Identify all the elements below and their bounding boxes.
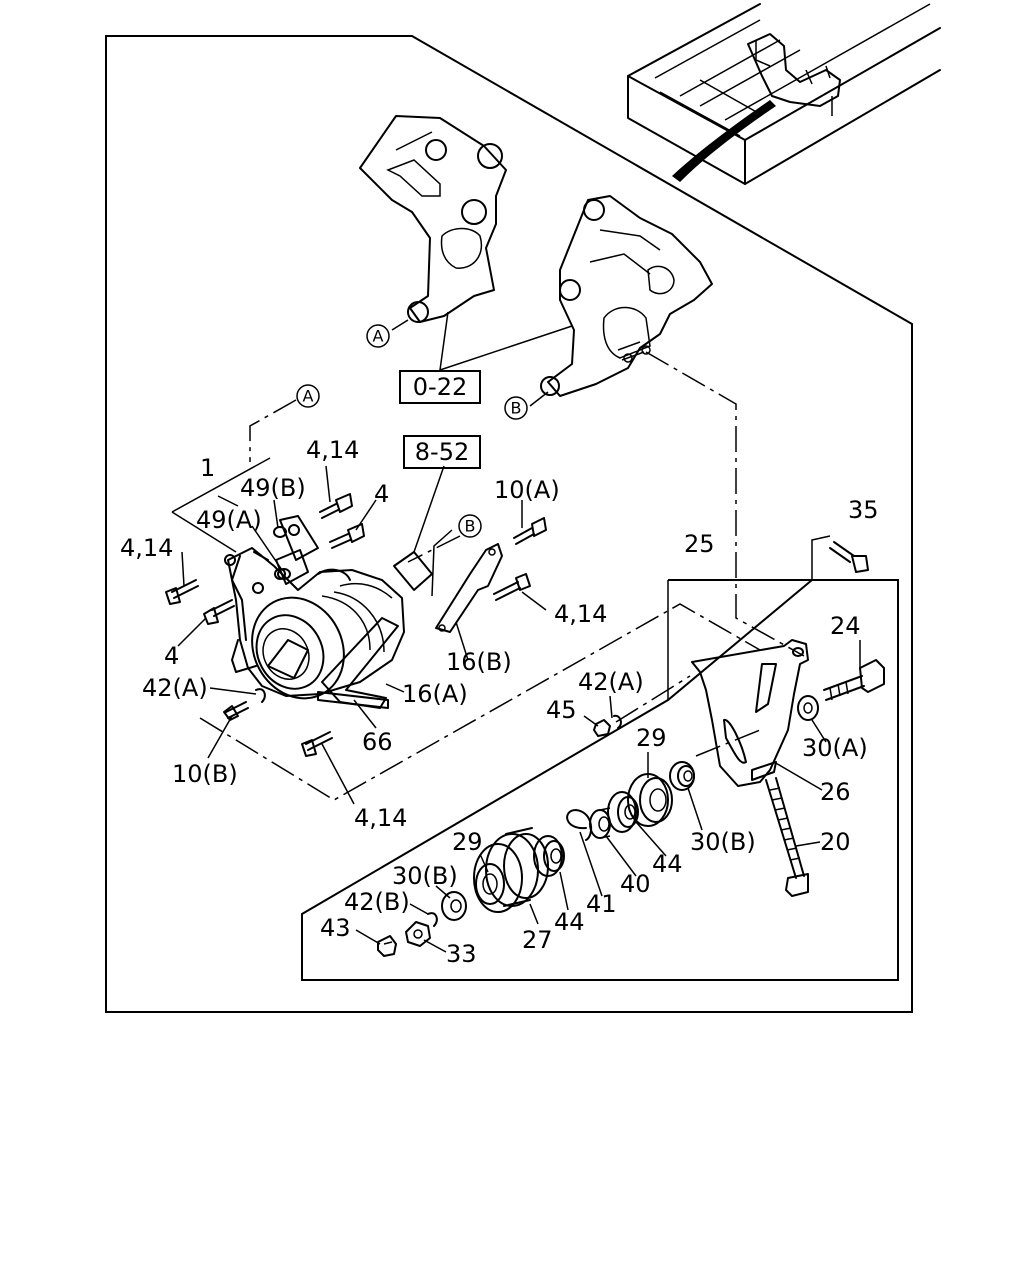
- label-43: 43: [320, 914, 351, 942]
- label-29-lower: 29: [452, 828, 483, 856]
- marker-a-lower: A: [303, 387, 314, 406]
- nut-49b: [273, 526, 287, 538]
- bolt-4-14-top: [319, 493, 353, 519]
- leader-part-1: [171, 457, 271, 553]
- label-42a-right: 42(A): [578, 668, 644, 696]
- tension-bolt-24: [823, 659, 885, 701]
- bolt-10b: [223, 701, 249, 721]
- marker-a-upper: A: [373, 327, 384, 346]
- bolt-4-top: [329, 523, 365, 549]
- label-42b: 42(B): [344, 888, 410, 916]
- label-25: 25: [684, 530, 715, 558]
- upper-bracket: [359, 115, 507, 323]
- clip-42a-left: [255, 688, 266, 703]
- tensioner-plate-26: [691, 639, 809, 787]
- ref-0-22-text: 0-22: [413, 373, 467, 401]
- engine-location-inset: [627, 3, 941, 185]
- spacer-40: [589, 807, 611, 839]
- lower-bracket: [540, 195, 713, 397]
- clip-42a-right: [613, 714, 622, 729]
- label-4-left: 4: [164, 642, 179, 670]
- label-30b-right: 30(B): [690, 828, 756, 856]
- marker-a-lower-circle: [296, 384, 320, 408]
- label-66: 66: [362, 728, 393, 756]
- idler-pulley-27: [473, 827, 549, 913]
- bolt-35: [829, 541, 869, 573]
- nut-45: [593, 719, 611, 737]
- leader-0-22: [439, 311, 573, 372]
- label-4-14-right: 4,14: [554, 600, 607, 628]
- bearing-44-left: [533, 835, 565, 877]
- label-26: 26: [820, 778, 851, 806]
- label-33: 33: [446, 940, 477, 968]
- snap-ring-41: [566, 809, 593, 841]
- compressor: [224, 515, 405, 700]
- leader-lines: [177, 319, 861, 953]
- washer-30a: [797, 695, 819, 721]
- nut-49a: [277, 568, 291, 580]
- clip-42b: [427, 912, 438, 927]
- dashdot-fastener-group: [199, 603, 761, 801]
- label-41: 41: [586, 890, 617, 918]
- tensioner-group-frame: [301, 579, 899, 981]
- ref-8-52-text: 8-52: [415, 438, 469, 466]
- label-27: 27: [522, 926, 553, 954]
- bolt-4-14-right: [493, 573, 531, 601]
- label-30b-left: 30(B): [392, 862, 458, 890]
- nut-33: [405, 921, 431, 947]
- bolt-4-14-left: [165, 579, 199, 605]
- cap-43: [377, 935, 397, 957]
- marker-b-lower-circle: [458, 514, 482, 538]
- label-29-upper: 29: [636, 724, 667, 752]
- label-4-top: 4: [374, 480, 389, 508]
- label-45: 45: [546, 696, 577, 724]
- label-16a: 16(A): [402, 680, 468, 708]
- connector-8-52: [393, 551, 433, 591]
- marker-b-lower: B: [465, 517, 476, 536]
- label-49a: 49(A): [196, 506, 262, 534]
- bolt-4-14-bottom: [301, 731, 333, 757]
- dashdot-b-to-bracket: [645, 351, 805, 657]
- marker-b-upper-circle: [504, 396, 528, 420]
- label-30a: 30(A): [802, 734, 868, 762]
- bolt-4-left: [203, 599, 235, 625]
- label-16b: 16(B): [446, 648, 512, 676]
- label-42a-left: 42(A): [142, 674, 208, 702]
- label-40: 40: [620, 870, 651, 898]
- label-1: 1: [200, 454, 215, 482]
- bearing-44-right: [607, 791, 639, 833]
- washer-30b-left: [441, 891, 467, 921]
- marker-b-upper: B: [511, 399, 522, 418]
- diagram-frame: [105, 35, 913, 1013]
- bracket-16b: [435, 543, 503, 633]
- label-10b: 10(B): [172, 760, 238, 788]
- label-10a: 10(A): [494, 476, 560, 504]
- label-4-14-bottom: 4,14: [354, 804, 407, 832]
- label-24: 24: [830, 612, 861, 640]
- bolt-10a: [513, 517, 547, 545]
- dashdot-b-to-stay: [407, 535, 461, 563]
- label-49b: 49(B): [240, 474, 306, 502]
- label-20: 20: [820, 828, 851, 856]
- ref-box-0-22: [399, 370, 481, 404]
- label-44-left: 44: [554, 908, 585, 936]
- label-4-14-left: 4,14: [120, 534, 173, 562]
- dashdot-a-to-compressor: [249, 399, 297, 462]
- label-4-14-top: 4,14: [306, 436, 359, 464]
- marker-a-upper-circle: [366, 324, 390, 348]
- label-35: 35: [848, 496, 879, 524]
- dashdot-42a-to-plate: [615, 675, 691, 723]
- ref-box-8-52: [403, 435, 481, 469]
- washer-30b-right: [669, 761, 695, 791]
- adjust-bolt-20: [765, 777, 809, 897]
- bar-66: [317, 691, 389, 709]
- label-44-right: 44: [652, 850, 683, 878]
